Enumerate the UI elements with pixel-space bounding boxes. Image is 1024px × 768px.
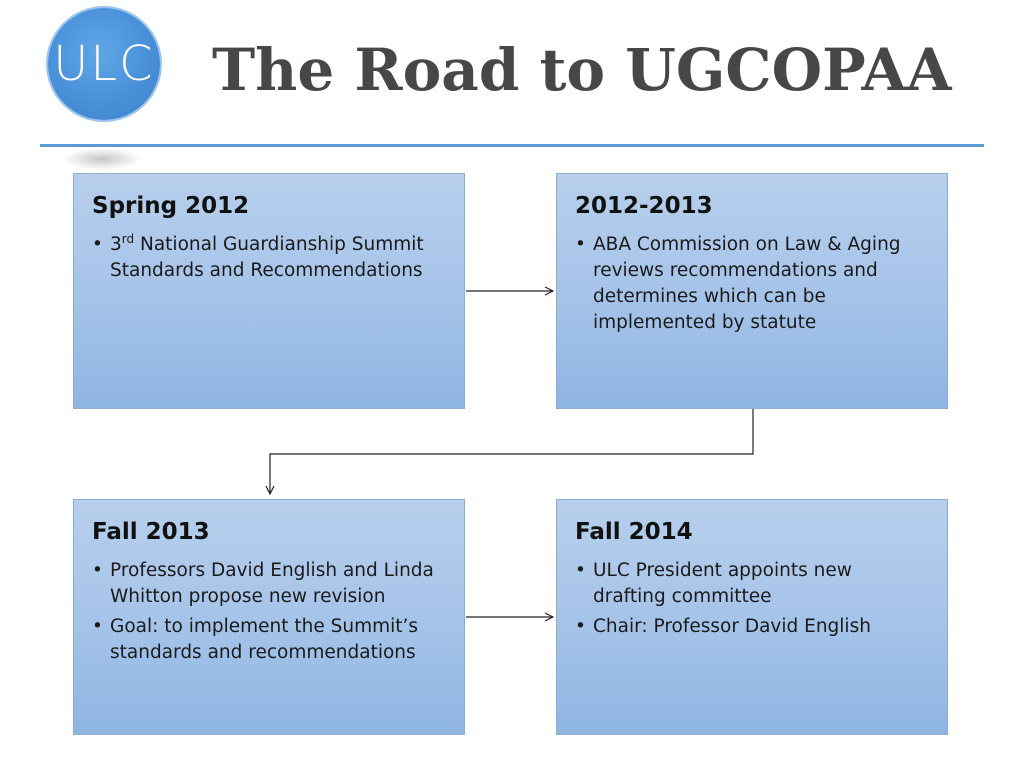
bullet-icon: •	[92, 560, 103, 581]
list-item-text: Goal: to implement the Summit’s standard…	[110, 616, 419, 663]
ordinal-suffix: rd	[121, 231, 135, 246]
arrow-2012-2013-to-fall2013	[270, 409, 754, 494]
list-item: • ABA Commission on Law & Aging reviews r…	[575, 232, 929, 336]
list-item: • Goal: to implement the Summit’s standar…	[92, 614, 446, 666]
list-item: • Professors David English and Linda Whit…	[92, 558, 446, 610]
ulc-logo: ULC	[48, 8, 160, 120]
bullet-list: • 3rd National Guardianship Summit Standa…	[92, 232, 446, 284]
box-heading: 2012-2013	[575, 193, 713, 219]
bullet-icon: •	[575, 234, 586, 255]
bullet-icon: •	[575, 560, 586, 581]
box-heading: Fall 2013	[92, 519, 210, 545]
timeline-box-2012-2013: 2012-2013 • ABA Commission on Law & Aging…	[556, 173, 948, 409]
bullet-icon: •	[92, 234, 103, 255]
list-item-text: ABA Commission on Law & Aging reviews re…	[593, 234, 901, 333]
list-item-text: ULC President appoints new drafting comm…	[593, 560, 852, 607]
timeline-box-fall-2013: Fall 2013 • Professors David English and …	[73, 499, 465, 735]
list-item: • Chair: Professor David English	[575, 614, 929, 640]
box-heading: Spring 2012	[92, 193, 250, 219]
list-item-text: National Guardianship Summit Standards a…	[110, 234, 424, 281]
title-divider	[40, 144, 984, 147]
logo-shadow	[62, 148, 142, 170]
timeline-box-fall-2014: Fall 2014 • ULC President appoints new dr…	[556, 499, 948, 735]
list-item: • ULC President appoints new drafting com…	[575, 558, 929, 610]
bullet-icon: •	[92, 616, 103, 637]
bullet-list: • ABA Commission on Law & Aging reviews r…	[575, 232, 929, 336]
list-item: • 3rd National Guardianship Summit Standa…	[92, 232, 446, 284]
bullet-list: • ULC President appoints new drafting com…	[575, 558, 929, 640]
bullet-icon: •	[575, 616, 586, 637]
list-item-text: Chair: Professor David English	[593, 616, 871, 637]
bullet-list: • Professors David English and Linda Whit…	[92, 558, 446, 666]
list-item-text: Professors David English and Linda Whitt…	[110, 560, 434, 607]
ordinal-number: 3	[110, 234, 122, 255]
timeline-box-spring-2012: Spring 2012 • 3rd National Guardianship S…	[73, 173, 465, 409]
page-title: The Road to UGCOPAA	[212, 36, 952, 104]
logo-text: ULC	[53, 36, 155, 92]
box-heading: Fall 2014	[575, 519, 693, 545]
